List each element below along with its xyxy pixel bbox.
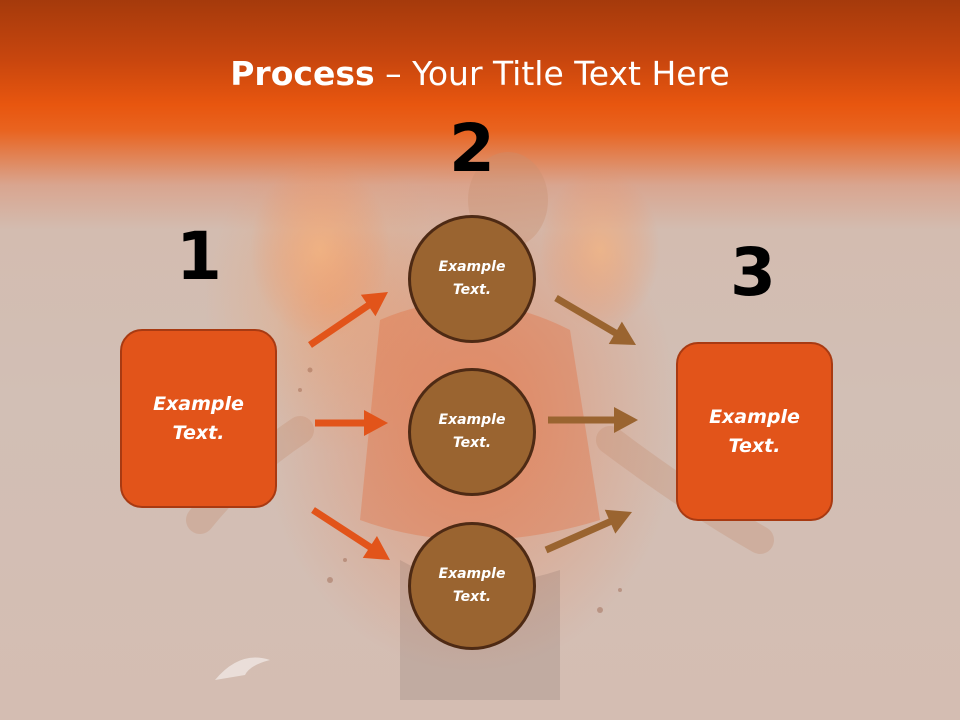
arrow-bottom-to-box3 <box>544 509 632 554</box>
circle-node-top-text: Example Text. <box>438 259 506 298</box>
step-box-3[interactable]: Example Text. <box>676 342 833 521</box>
circle-node-bottom[interactable]: Example Text. <box>408 522 536 650</box>
circle-node-middle-text: Example Text. <box>438 412 506 451</box>
step-box-1[interactable]: Example Text. <box>120 329 277 508</box>
arrow-box1-to-middle <box>315 410 388 436</box>
step-number-2: 2 <box>449 110 495 187</box>
circle-node-bottom-text: Example Text. <box>438 566 506 605</box>
step-box-3-text: Example Text. <box>709 405 800 457</box>
arrow-top-to-box3 <box>554 294 637 346</box>
step-number-3: 3 <box>730 234 776 311</box>
step-box-1-text: Example Text. <box>153 392 244 444</box>
arrow-middle-to-box3 <box>548 407 638 433</box>
slide-title: Process – Your Title Text Here <box>0 52 960 96</box>
title-bold: Process <box>230 54 375 93</box>
title-rest: – Your Title Text Here <box>374 54 730 93</box>
circle-node-top[interactable]: Example Text. <box>408 215 536 343</box>
arrow-box1-to-top <box>308 291 388 348</box>
step-number-1: 1 <box>176 218 222 295</box>
arrow-box1-to-bottom <box>311 507 391 560</box>
circle-node-middle[interactable]: Example Text. <box>408 368 536 496</box>
